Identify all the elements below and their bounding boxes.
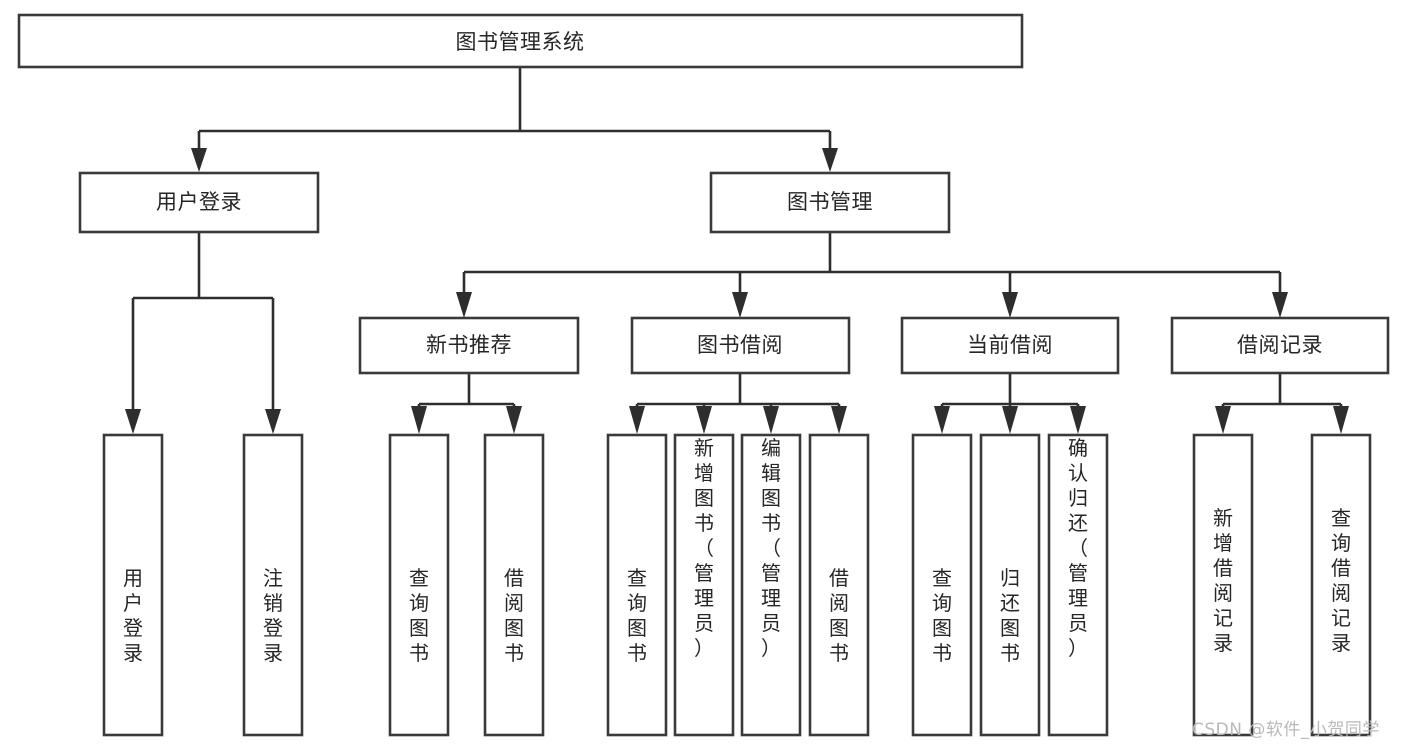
node-user-login-box[interactable] bbox=[78, 171, 320, 234]
connector-group-root bbox=[191, 67, 838, 172]
node-leaf-edit-book[interactable]: 编辑图书（管理员） bbox=[740, 433, 802, 737]
node-leaf-add-record[interactable]: 新增借阅记录 bbox=[1192, 433, 1254, 737]
connector-group-book-manage bbox=[456, 232, 1288, 318]
node-leaf-logout-label: 注销登录 bbox=[263, 566, 283, 665]
node-user-login-label: 用户登录 bbox=[156, 190, 242, 214]
connector-group-user-login bbox=[125, 232, 281, 434]
node-leaf-query-record-label: 查询借阅记录 bbox=[1331, 506, 1351, 655]
node-leaf-logout[interactable]: 注销登录 bbox=[242, 433, 304, 737]
node-leaf-query-record[interactable]: 查询借阅记录 bbox=[1310, 433, 1372, 737]
arrow-br-leaf-1 bbox=[1215, 406, 1231, 434]
node-new-book-recommend[interactable]: 新书推荐 bbox=[358, 316, 580, 375]
csdn-watermark: CSDN @软件_小贺同学 bbox=[1192, 720, 1380, 740]
node-leaf-add-book-box[interactable] bbox=[673, 433, 735, 737]
node-book-borrow-box[interactable] bbox=[630, 316, 851, 375]
node-leaf-confirm-return-label: 确认归还（管理员） bbox=[1068, 436, 1088, 660]
node-leaf-add-book[interactable]: 新增图书（管理员） bbox=[673, 433, 735, 737]
node-leaf-borrow-book-2[interactable]: 借阅图书 bbox=[808, 433, 870, 737]
node-leaf-add-record-box[interactable] bbox=[1192, 433, 1254, 737]
arrow-bm-to-borrow-record bbox=[1272, 292, 1288, 318]
arrow-user-login-leaf-2 bbox=[265, 409, 281, 434]
node-current-borrow-label: 当前借阅 bbox=[967, 333, 1053, 357]
node-user-login[interactable]: 用户登录 bbox=[78, 171, 320, 234]
node-leaf-query-book-1[interactable]: 查询图书 bbox=[388, 433, 450, 737]
node-leaf-query-book-1-box[interactable] bbox=[388, 433, 450, 737]
arrow-newbook-leaf-2 bbox=[506, 406, 522, 434]
node-root-box[interactable] bbox=[17, 13, 1024, 69]
arrow-br-leaf-2 bbox=[1333, 406, 1349, 434]
node-root-label: 图书管理系统 bbox=[456, 30, 585, 54]
node-leaf-query-record-box[interactable] bbox=[1310, 433, 1372, 737]
arrow-cb-leaf-2 bbox=[1002, 406, 1018, 434]
node-book-manage[interactable]: 图书管理 bbox=[709, 171, 951, 234]
node-current-borrow-box[interactable] bbox=[900, 316, 1120, 375]
arrow-bb-leaf-3 bbox=[763, 406, 779, 434]
node-leaf-query-book-3-label: 查询图书 bbox=[932, 566, 952, 665]
arrow-bb-leaf-1 bbox=[629, 406, 645, 434]
node-leaf-confirm-return[interactable]: 确认归还（管理员） bbox=[1047, 433, 1109, 737]
node-leaf-query-book-2-box[interactable] bbox=[606, 433, 668, 737]
arrow-cb-leaf-3 bbox=[1070, 406, 1086, 434]
arrow-bb-leaf-2 bbox=[696, 406, 712, 434]
node-leaf-return-book-label: 归还图书 bbox=[1000, 566, 1020, 665]
arrow-newbook-leaf-1 bbox=[411, 406, 427, 434]
node-leaf-user-login[interactable]: 用户登录 bbox=[102, 433, 164, 737]
node-leaf-query-book-3[interactable]: 查询图书 bbox=[911, 433, 973, 737]
node-leaf-user-login-box[interactable] bbox=[102, 433, 164, 737]
node-book-borrow-label: 图书借阅 bbox=[697, 333, 783, 357]
arrow-root-to-user-login bbox=[191, 148, 207, 172]
connector-group-book-borrow bbox=[629, 373, 847, 434]
node-leaf-edit-book-label: 编辑图书（管理员） bbox=[761, 436, 781, 660]
arrow-bm-to-book-borrow bbox=[732, 292, 748, 318]
node-borrow-record[interactable]: 借阅记录 bbox=[1170, 316, 1390, 375]
node-book-borrow[interactable]: 图书借阅 bbox=[630, 316, 851, 375]
node-leaf-borrow-book-1[interactable]: 借阅图书 bbox=[483, 433, 545, 737]
node-leaf-confirm-return-box[interactable] bbox=[1047, 433, 1109, 737]
node-leaf-return-book-box[interactable] bbox=[979, 433, 1041, 737]
arrow-root-to-book-manage bbox=[822, 148, 838, 172]
node-leaf-borrow-book-1-label: 借阅图书 bbox=[504, 566, 524, 665]
node-leaf-query-book-2[interactable]: 查询图书 bbox=[606, 433, 668, 737]
connector-group-current-borrow bbox=[934, 373, 1086, 434]
node-leaf-query-book-1-label: 查询图书 bbox=[409, 566, 429, 665]
arrow-bb-leaf-4 bbox=[831, 406, 847, 434]
node-leaf-borrow-book-2-box[interactable] bbox=[808, 433, 870, 737]
node-book-manage-label: 图书管理 bbox=[787, 190, 873, 214]
node-borrow-record-label: 借阅记录 bbox=[1237, 333, 1323, 357]
node-leaf-query-book-3-box[interactable] bbox=[911, 433, 973, 737]
node-borrow-record-box[interactable] bbox=[1170, 316, 1390, 375]
node-leaf-add-record-label: 新增借阅记录 bbox=[1213, 506, 1233, 655]
arrow-bm-to-current-borrow bbox=[1002, 292, 1018, 318]
connector-group-borrow-record bbox=[1215, 373, 1349, 434]
node-leaf-user-login-label: 用户登录 bbox=[123, 566, 143, 665]
node-leaf-return-book[interactable]: 归还图书 bbox=[979, 433, 1041, 737]
node-leaf-query-book-2-label: 查询图书 bbox=[627, 566, 647, 665]
node-leaf-edit-book-box[interactable] bbox=[740, 433, 802, 737]
node-leaf-add-book-label: 新增图书（管理员） bbox=[694, 436, 714, 660]
node-book-manage-box[interactable] bbox=[709, 171, 951, 234]
node-leaf-borrow-book-2-label: 借阅图书 bbox=[829, 566, 849, 665]
arrow-cb-leaf-1 bbox=[934, 406, 950, 434]
node-new-book-recommend-label: 新书推荐 bbox=[426, 333, 512, 357]
connector-group-new-book bbox=[411, 373, 522, 434]
node-leaf-borrow-book-1-box[interactable] bbox=[483, 433, 545, 737]
node-root[interactable]: 图书管理系统 bbox=[17, 13, 1024, 69]
node-leaf-logout-box[interactable] bbox=[242, 433, 304, 737]
node-current-borrow[interactable]: 当前借阅 bbox=[900, 316, 1120, 375]
node-new-book-recommend-box[interactable] bbox=[358, 316, 580, 375]
arrow-bm-to-new-book bbox=[456, 292, 472, 318]
arrow-user-login-leaf-1 bbox=[125, 409, 141, 434]
